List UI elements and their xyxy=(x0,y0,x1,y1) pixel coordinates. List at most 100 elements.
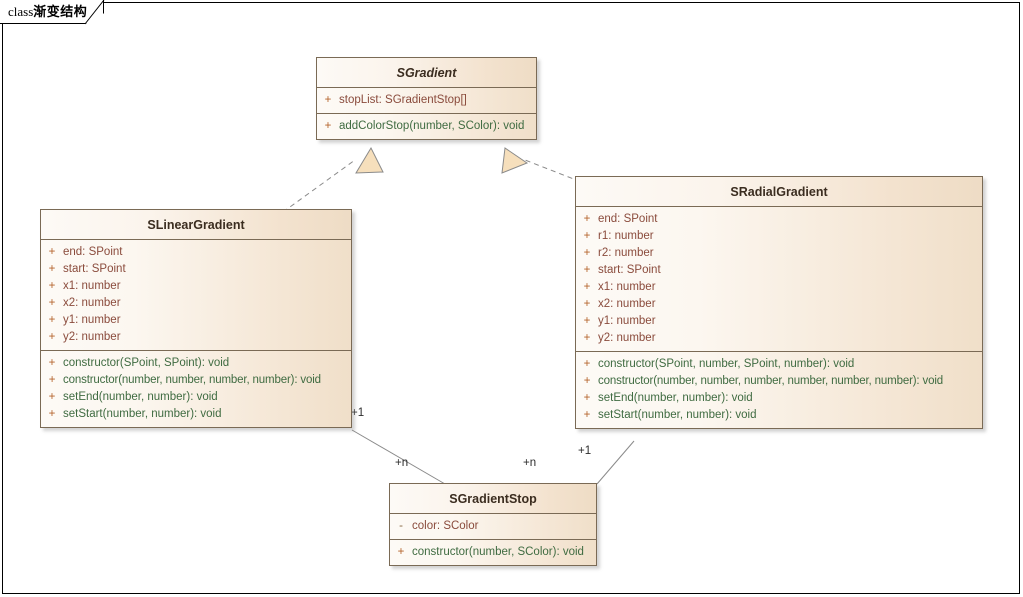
operation-row: + constructor(number, SColor): void xyxy=(390,544,596,561)
attribute-row: + x2: number xyxy=(41,295,351,312)
operation-label: setStart(number, number): void xyxy=(63,408,222,420)
class-title-sgradient: SGradient xyxy=(317,58,536,88)
attributes-section-sgradient: + stopList: SGradientStop[] xyxy=(317,88,536,113)
class-title-sgradientstop: SGradientStop xyxy=(390,484,596,514)
attribute-label: x2: number xyxy=(598,298,656,310)
visibility-marker: + xyxy=(48,297,56,309)
operation-row: + setStart(number, number): void xyxy=(576,407,982,424)
operation-row: + constructor(number, number, number, nu… xyxy=(576,373,982,390)
operation-label: constructor(number, SColor): void xyxy=(412,546,584,558)
operation-label: setEnd(number, number): void xyxy=(598,392,753,404)
visibility-marker: + xyxy=(48,391,56,403)
attribute-label: start: SPoint xyxy=(598,264,661,276)
multiplicity-radial-target: +n xyxy=(523,457,537,469)
attribute-row: + y1: number xyxy=(41,312,351,329)
attribute-label: x2: number xyxy=(63,297,121,309)
visibility-marker: + xyxy=(583,375,591,387)
visibility-marker: + xyxy=(48,408,56,420)
diagram-frame-tab-label: class渐变结构 xyxy=(8,3,87,20)
attribute-label: x1: number xyxy=(63,280,121,292)
attribute-label: end: SPoint xyxy=(598,213,658,225)
operation-row: + setStart(number, number): void xyxy=(41,406,351,423)
class-box-sradialgradient[interactable]: SRadialGradient + end: SPoint + r1: numb… xyxy=(575,176,983,429)
operations-section-sgradientstop: + constructor(number, SColor): void xyxy=(390,539,596,565)
operation-label: constructor(number, number, number, numb… xyxy=(63,374,321,386)
class-title-slineargradient: SLinearGradient xyxy=(41,210,351,240)
operations-section-sradialgradient: + constructor(SPoint, number, SPoint, nu… xyxy=(576,351,982,428)
attribute-label: stopList: SGradientStop[] xyxy=(339,94,467,106)
visibility-marker: + xyxy=(48,374,56,386)
operation-row: + constructor(SPoint, number, SPoint, nu… xyxy=(576,356,982,373)
attribute-label: y1: number xyxy=(63,314,121,326)
visibility-marker: + xyxy=(583,298,591,310)
operation-label: setEnd(number, number): void xyxy=(63,391,218,403)
multiplicity-linear-source: +1 xyxy=(351,407,365,419)
multiplicity-linear-target: +n xyxy=(395,457,409,469)
operation-row: + setEnd(number, number): void xyxy=(41,389,351,406)
attribute-label: y1: number xyxy=(598,315,656,327)
attribute-row: + y1: number xyxy=(576,313,982,330)
visibility-marker: + xyxy=(583,409,591,421)
visibility-marker: + xyxy=(324,120,332,132)
attribute-label: color: SColor xyxy=(412,520,479,532)
attribute-label: r1: number xyxy=(598,230,654,242)
operation-label: constructor(number, number, number, numb… xyxy=(598,375,944,387)
visibility-marker: + xyxy=(48,246,56,258)
visibility-marker: + xyxy=(48,357,56,369)
operation-row: + setEnd(number, number): void xyxy=(576,390,982,407)
multiplicity-radial-source: +1 xyxy=(578,445,592,457)
attributes-section-sgradientstop: - color: SColor xyxy=(390,514,596,539)
operation-row: + constructor(SPoint, SPoint): void xyxy=(41,355,351,372)
diagram-frame-tab: class渐变结构 xyxy=(0,0,104,24)
attribute-label: end: SPoint xyxy=(63,246,123,258)
attribute-label: r2: number xyxy=(598,247,654,259)
attribute-row: + start: SPoint xyxy=(41,261,351,278)
attribute-row: + stopList: SGradientStop[] xyxy=(317,92,536,109)
visibility-marker: + xyxy=(583,392,591,404)
visibility-marker: + xyxy=(324,94,332,106)
attribute-row: + x2: number xyxy=(576,296,982,313)
visibility-marker: + xyxy=(583,230,591,242)
class-box-sgradient[interactable]: SGradient + stopList: SGradientStop[] + … xyxy=(316,57,537,140)
visibility-marker: + xyxy=(48,314,56,326)
class-title-sradialgradient: SRadialGradient xyxy=(576,177,982,207)
visibility-marker: + xyxy=(583,332,591,344)
attribute-row: + end: SPoint xyxy=(41,244,351,261)
operation-label: constructor(SPoint, SPoint): void xyxy=(63,357,230,369)
operation-label: setStart(number, number): void xyxy=(598,409,757,421)
operation-row: + constructor(number, number, number, nu… xyxy=(41,372,351,389)
visibility-marker: + xyxy=(583,213,591,225)
visibility-marker: + xyxy=(583,247,591,259)
attribute-row: + end: SPoint xyxy=(576,211,982,228)
class-box-slineargradient[interactable]: SLinearGradient + end: SPoint + start: S… xyxy=(40,209,352,428)
attribute-label: x1: number xyxy=(598,281,656,293)
visibility-marker: + xyxy=(583,281,591,293)
visibility-marker: + xyxy=(583,264,591,276)
visibility-marker: + xyxy=(583,315,591,327)
visibility-marker: + xyxy=(48,280,56,292)
visibility-marker: + xyxy=(48,263,56,275)
operation-label: addColorStop(number, SColor): void xyxy=(339,120,525,132)
operation-row: + addColorStop(number, SColor): void xyxy=(317,118,536,135)
visibility-marker: + xyxy=(397,546,405,558)
attribute-row: + y2: number xyxy=(41,329,351,346)
operation-label: constructor(SPoint, number, SPoint, numb… xyxy=(598,358,855,370)
class-box-sgradientstop[interactable]: SGradientStop - color: SColor + construc… xyxy=(389,483,597,566)
visibility-marker: + xyxy=(583,358,591,370)
visibility-marker: - xyxy=(399,520,403,532)
attributes-section-slineargradient: + end: SPoint + start: SPoint + x1: numb… xyxy=(41,240,351,350)
attributes-section-sradialgradient: + end: SPoint + r1: number + r2: number … xyxy=(576,207,982,351)
visibility-marker: + xyxy=(48,331,56,343)
operations-section-slineargradient: + constructor(SPoint, SPoint): void + co… xyxy=(41,350,351,427)
frame-keyword: class xyxy=(8,4,34,19)
attribute-row: + r1: number xyxy=(576,228,982,245)
attribute-row: - color: SColor xyxy=(390,518,596,535)
attribute-row: + x1: number xyxy=(41,278,351,295)
attribute-row: + x1: number xyxy=(576,279,982,296)
attribute-label: y2: number xyxy=(63,331,121,343)
attribute-label: start: SPoint xyxy=(63,263,126,275)
frame-name: 渐变结构 xyxy=(33,4,88,19)
attribute-row: + r2: number xyxy=(576,245,982,262)
